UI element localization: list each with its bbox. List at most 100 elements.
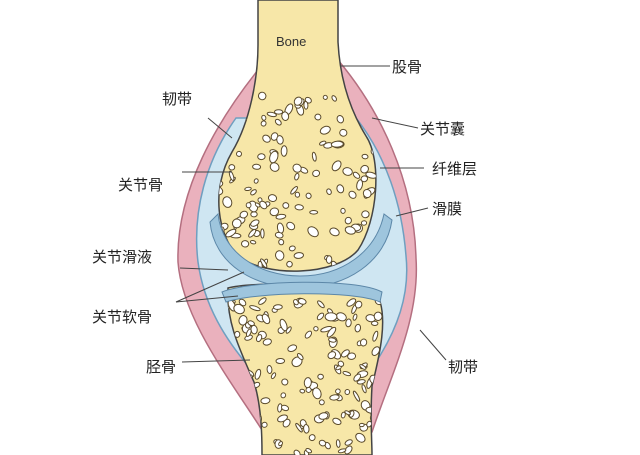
leader-ligament-lower	[419, 329, 447, 361]
cancellous-hole	[361, 384, 367, 394]
leader-tibia	[181, 359, 251, 363]
cancellous-hole	[354, 300, 363, 309]
cancellous-hole	[269, 207, 280, 217]
cancellous-hole	[361, 153, 369, 160]
cancellous-hole	[354, 323, 362, 333]
cancellous-hole	[313, 326, 319, 332]
cancellous-hole	[317, 300, 325, 309]
cancellous-hole	[331, 95, 337, 102]
cancellous-hole	[274, 231, 284, 239]
cancellous-hole	[231, 218, 242, 229]
cancellous-hole	[281, 378, 289, 386]
cancellous-hole	[359, 364, 367, 370]
cancellous-hole	[275, 357, 286, 365]
cancellous-hole	[288, 245, 296, 252]
cancellous-hole	[254, 368, 262, 380]
cancellous-hole	[234, 330, 241, 338]
cancellous-hole	[318, 140, 327, 146]
cancellous-hole	[371, 320, 379, 327]
cancellous-hole	[344, 226, 356, 235]
cancellous-hole	[261, 114, 267, 121]
cancellous-hole	[262, 134, 271, 143]
cancellous-hole	[303, 100, 309, 110]
cancellous-hole	[342, 167, 353, 176]
articular-cartilage-label: 关节软骨	[92, 308, 152, 326]
cancellous-hole	[277, 414, 288, 423]
cancellous-hole	[322, 94, 328, 100]
cancellous-hole	[293, 449, 301, 455]
cancellous-hole	[236, 150, 242, 157]
cancellous-hole	[303, 377, 312, 389]
leader-synovial-fluid	[179, 267, 229, 271]
cancellous-hole	[241, 240, 250, 248]
upper-articular-cartilage	[209, 212, 393, 289]
cancellous-hole	[273, 304, 283, 310]
joint-bone-label: 关节骨	[118, 176, 163, 194]
cancellous-hole	[257, 153, 266, 161]
cancellous-hole	[254, 202, 261, 208]
cancellous-hole	[311, 151, 317, 162]
cancellous-hole	[262, 338, 272, 346]
cancellous-hole	[246, 432, 253, 440]
cancellous-hole	[337, 360, 345, 367]
fibrous-layer-label: 纤维层	[432, 160, 477, 178]
cancellous-hole	[342, 371, 352, 377]
cancellous-hole	[340, 411, 346, 419]
cancellous-hole	[275, 213, 287, 220]
leader-ligament-upper	[207, 117, 233, 139]
cancellous-hole	[330, 140, 344, 148]
cancellous-hole	[260, 397, 271, 405]
leader-cartilage-lower	[175, 295, 239, 303]
cancellous-hole	[348, 190, 357, 199]
cancellous-hole	[312, 169, 321, 178]
cancellous-hole	[228, 164, 236, 171]
cancellous-hole	[318, 439, 327, 447]
cancellous-hole	[352, 171, 361, 179]
cancellous-hole	[287, 344, 298, 352]
cancellous-hole	[305, 192, 312, 199]
cancellous-hole	[290, 186, 298, 195]
cancellous-hole	[378, 93, 383, 100]
cancellous-hole	[318, 399, 325, 406]
cancellous-hole	[346, 298, 357, 307]
cancellous-hole	[329, 394, 340, 401]
femur-label: 股骨	[392, 58, 422, 76]
cancellous-hole	[286, 260, 293, 268]
cancellous-hole	[381, 96, 386, 101]
cancellous-hole	[303, 424, 310, 434]
cancellous-hole	[345, 318, 352, 328]
cancellous-hole	[238, 315, 248, 326]
cancellous-hole	[257, 91, 267, 101]
cancellous-hole	[239, 210, 249, 219]
cancellous-hole	[248, 228, 257, 238]
cancellous-hole	[362, 188, 372, 199]
cancellous-hole	[293, 96, 303, 106]
cancellous-hole	[270, 372, 277, 380]
cancellous-hole	[222, 196, 233, 208]
cancellous-hole	[340, 207, 346, 214]
cancellous-hole	[227, 451, 234, 455]
cancellous-hole	[261, 421, 268, 428]
cancellous-hole	[360, 220, 368, 226]
cancellous-hole	[317, 373, 324, 380]
cancellous-hole	[325, 255, 333, 264]
cancellous-hole	[337, 448, 347, 454]
cancellous-hole	[372, 330, 379, 342]
cancellous-hole	[250, 211, 258, 218]
joint-capsule-label: 关节囊	[420, 120, 465, 138]
cancellous-hole	[266, 365, 273, 374]
cancellous-hole	[252, 163, 262, 170]
cancellous-hole	[266, 111, 277, 118]
cancellous-hole	[233, 303, 245, 315]
cancellous-hole	[328, 337, 337, 343]
ligament-upper-label: 韧带	[162, 90, 192, 108]
cancellous-hole	[299, 388, 306, 394]
cancellous-hole	[344, 445, 353, 455]
cancellous-hole	[339, 128, 348, 137]
cancellous-hole	[336, 184, 345, 194]
synovial-membrane-label: 滑膜	[432, 200, 462, 218]
cancellous-hole	[228, 170, 235, 182]
cancellous-hole	[312, 387, 322, 400]
cancellous-hole	[326, 188, 332, 195]
cancellous-hole	[316, 312, 325, 321]
